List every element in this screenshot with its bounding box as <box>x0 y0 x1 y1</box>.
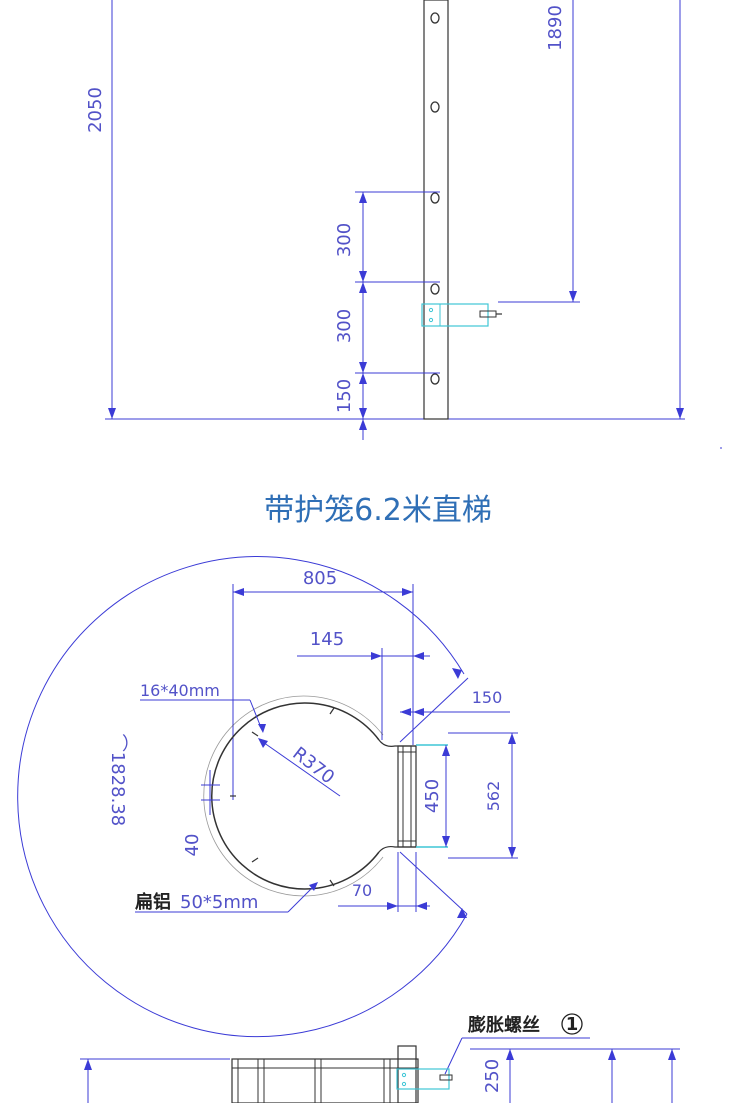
callout-circle <box>561 1013 583 1035</box>
cage-sweep-arc <box>17 556 468 1038</box>
flat-bar-label: 16*40mm <box>140 681 220 700</box>
dim-805: 805 <box>303 568 337 589</box>
dim-arc-length: ⌒1828.38 <box>107 734 128 826</box>
dim-562: 562 <box>484 781 503 812</box>
dim-40: 40 <box>182 834 203 857</box>
bottom-bracket <box>396 1068 450 1090</box>
arrow-right <box>676 408 684 419</box>
dim-70: 70 <box>352 881 372 900</box>
dim-150: 150 <box>334 379 355 413</box>
bottom-elevation: 膨胀螺丝 1 250 <box>80 1013 680 1103</box>
rung-hole <box>430 283 440 295</box>
bottom-cage-frame <box>231 1058 419 1103</box>
ladder-plan <box>397 745 417 848</box>
radius-line <box>259 739 341 797</box>
dim-2050: 2050 <box>85 87 106 133</box>
callout-number: 1 <box>566 1014 579 1035</box>
top-elevation: 2050 1890 <box>85 0 722 449</box>
cage-ring <box>211 702 380 890</box>
cage-bars <box>230 707 335 887</box>
ladder-rail <box>423 0 449 420</box>
rung-hole <box>430 12 440 24</box>
dim-300-lower: 300 <box>334 309 355 343</box>
plan-view: 805 145 ⌒1828.38 150 <box>17 556 518 1038</box>
dim-150-plan: 150 <box>472 688 503 707</box>
rung-hole <box>430 101 440 113</box>
rung-holes <box>430 12 440 385</box>
flat-aluminum-size: 50*5mm <box>180 892 258 913</box>
flat-aluminum-label: 扁铝 <box>135 891 171 913</box>
expansion-bolt-label: 膨胀螺丝 <box>467 1014 540 1036</box>
dim-300-upper: 300 <box>334 223 355 257</box>
dim-145: 145 <box>310 629 344 650</box>
dim-450: 450 <box>422 779 443 813</box>
dim-250: 250 <box>482 1059 503 1093</box>
dim-1890: 1890 <box>545 5 566 51</box>
rung-hole <box>430 373 440 385</box>
rung-hole <box>430 192 440 204</box>
arrow-1890 <box>569 291 577 302</box>
bolt-icon <box>439 1074 453 1081</box>
arrow-2050 <box>108 408 116 419</box>
bottom-ladder-rail <box>397 1045 417 1103</box>
wall-bracket <box>421 303 489 327</box>
section-title: 带护笼6.2米直梯 <box>264 493 492 528</box>
